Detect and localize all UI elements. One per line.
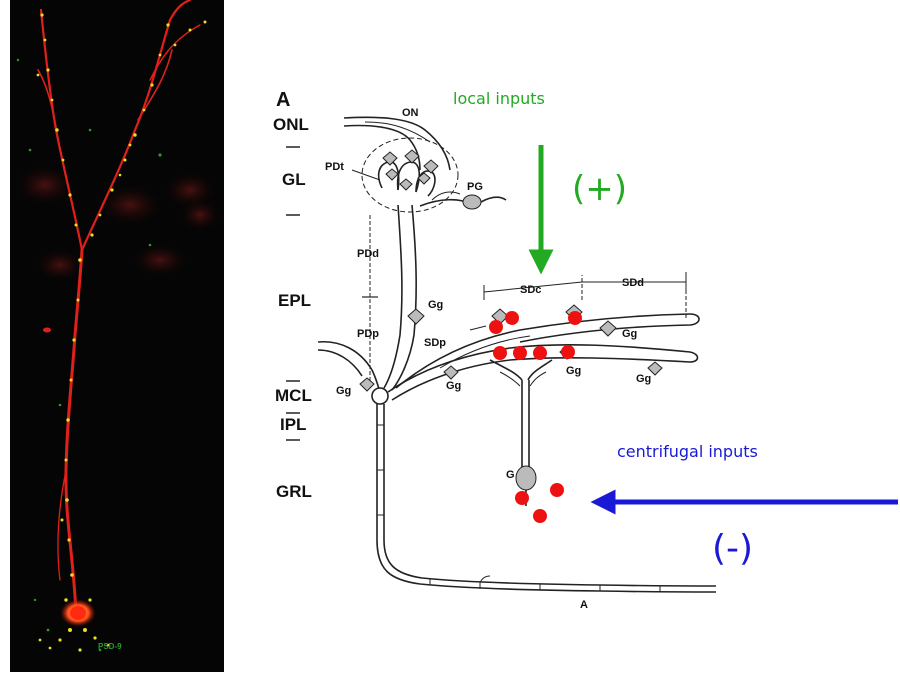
label-gg: Gg [336,385,351,397]
label-gg: Gg [636,373,651,385]
label-gg: Gg [566,365,581,377]
psd-label: PSD-9 [98,642,122,651]
label-gg: Gg [428,299,443,311]
sd-annotations: SDc SDd SDp [424,272,687,349]
label-gg: Gg [622,328,637,340]
synapse-dot [568,311,582,325]
local-inputs-label: local inputs [453,89,545,108]
synapse-dot [489,320,503,334]
psd-puncta [36,13,207,652]
label-pdd: PDd [357,248,379,260]
label-sdc: SDc [520,284,541,296]
micrograph-background [10,0,224,672]
synapse-dot [550,483,564,497]
background-haze [15,165,220,281]
mitral-soma-outline [371,387,389,405]
synapse-dot [493,346,507,360]
panel-letter: A [276,89,290,111]
layer-label-epl: EPL [278,291,311,310]
synapse-dot [533,509,547,523]
label-axon: A [580,599,588,611]
stray-red-spot [43,327,51,333]
periglomerular-cell: PG [419,181,507,210]
label-pdp: PDp [357,328,379,340]
synapse-dots [489,311,582,523]
label-pg: PG [467,181,483,193]
mitral-axon: A [376,404,717,611]
layer-label-mcl: MCL [275,386,312,405]
local-inputs-annotation: local inputs (+) [453,89,627,275]
mitral-cell-body [317,340,389,405]
label-sdd: SDd [622,277,644,289]
label-sdp: SDp [424,337,446,349]
layer-labels: ONL GL EPL MCL IPL GRL [273,115,312,501]
synapse-dot [515,491,529,505]
synapse-dot [513,346,527,360]
schematic-diagram: A ONL GL EPL MCL IPL GRL ON [273,89,717,611]
centrifugal-inputs-sign: (-) [712,528,753,569]
synapse-dot [533,346,547,360]
synapse-dot [505,311,519,325]
centrifugal-inputs-label: centrifugal inputs [617,442,758,461]
layer-label-ipl: IPL [280,415,306,434]
label-on: ON [402,107,419,119]
glomerular-tuft: PDt [325,149,439,197]
label-pdt: PDt [325,161,344,173]
label-gg: Gg [446,380,461,392]
layer-label-onl: ONL [273,115,309,134]
glomerulus-outline [361,137,459,213]
micrograph-panel: PSD-9 [10,0,224,672]
label-g: G [506,469,515,481]
mitral-dendrite [37,0,201,617]
layer-label-grl: GRL [276,482,312,501]
olfactory-nerve: ON [343,107,451,171]
green-puncta [16,58,162,652]
mitral-primary-dendrite [383,204,417,391]
centrifugal-inputs-annotation: centrifugal inputs (-) [590,442,898,569]
soma-core [70,606,86,620]
pdt-pointer [351,169,381,181]
granule-cell: G [489,359,553,506]
pd-markers: PDd PDp [357,215,379,385]
layer-label-gl: GL [282,170,306,189]
synapse-dot [561,345,575,359]
local-inputs-sign: (+) [572,169,627,209]
